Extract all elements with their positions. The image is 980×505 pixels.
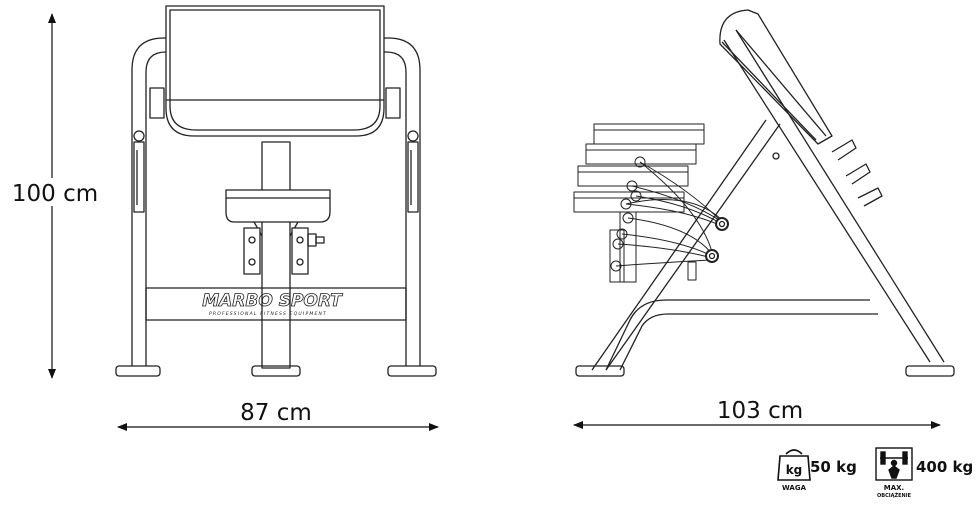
- front-right-tube-inner: [384, 51, 407, 366]
- weight-caption: WAGA: [782, 484, 807, 492]
- side-view: [573, 9, 955, 377]
- max-load-value: 400 kg: [916, 458, 973, 476]
- front-logo-plate: [145, 287, 407, 321]
- front-center-post: [261, 141, 291, 369]
- front-pad: [165, 5, 385, 137]
- side-pad: [719, 9, 833, 145]
- side-base-lower: [619, 313, 878, 371]
- side-front-leg-inner: [605, 123, 781, 371]
- brand-logo: MARBO SPORT: [202, 291, 343, 311]
- side-base-upper: [605, 299, 870, 371]
- width-dimension: 87 cm: [117, 398, 439, 431]
- barbell-icon: [875, 447, 913, 481]
- weight-value: 50 kg: [810, 458, 857, 476]
- brand-tagline: PROFESSIONAL FITNESS EQUIPMENT: [209, 311, 327, 317]
- length-label: 103 cm: [717, 398, 803, 424]
- front-left-tube-inner: [145, 51, 168, 366]
- max-load-badge: MAX. OBCIĄŻENIE 400 kg: [875, 447, 973, 499]
- side-rear-foot: [905, 365, 955, 377]
- front-left-tube: [131, 37, 168, 366]
- weight-unit-label: kg: [786, 463, 803, 477]
- side-front-leg-outer: [591, 119, 767, 371]
- front-right-pin: [407, 130, 419, 213]
- width-label: 87 cm: [240, 400, 312, 426]
- max-load-caption-top: MAX.: [884, 484, 904, 492]
- length-dimension: 103 cm: [573, 396, 941, 429]
- height-label: 100 cm: [12, 181, 98, 207]
- front-center-foot: [251, 365, 301, 377]
- side-rear-leg-outer: [735, 29, 945, 363]
- front-left-pin: [133, 130, 145, 213]
- front-right-foot: [387, 365, 437, 377]
- side-rear-leg-inner: [723, 39, 931, 363]
- weight-badge: kg WAGA 50 kg: [777, 449, 857, 492]
- height-dimension: 100 cm: [10, 12, 98, 379]
- front-view: [115, 5, 437, 377]
- side-front-foot: [575, 365, 625, 377]
- front-seat: [225, 189, 331, 237]
- max-load-caption-bottom: OBCIĄŻENIE: [877, 492, 912, 499]
- weight-icon: [777, 449, 811, 481]
- front-right-tube: [384, 37, 421, 366]
- side-seat-positions: [573, 123, 723, 283]
- front-left-foot: [115, 365, 161, 377]
